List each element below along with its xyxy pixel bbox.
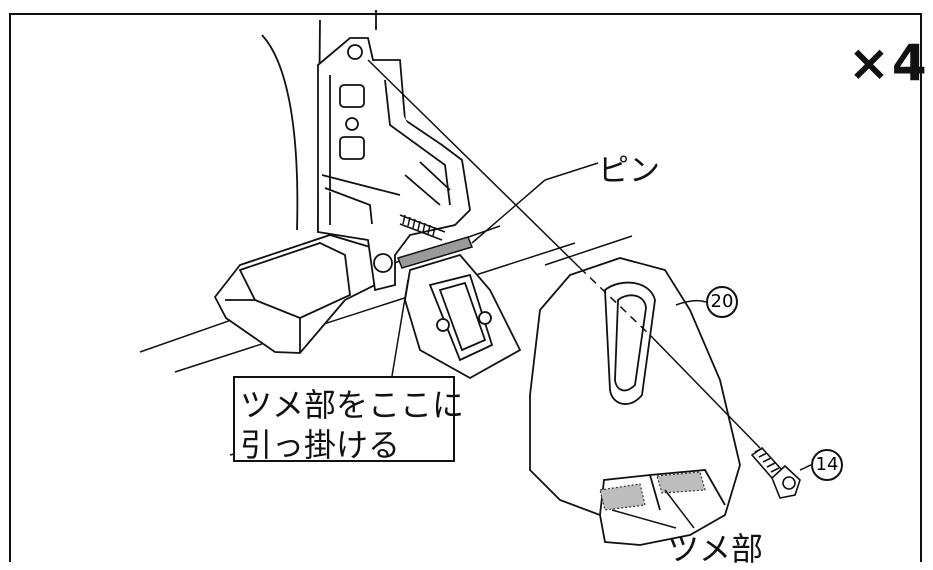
pin-label: ピン	[598, 153, 660, 189]
bracket-bolts	[339, 44, 393, 273]
part-leaders	[675, 300, 812, 471]
callout-text-line2: 引っ掛ける	[240, 426, 401, 464]
claw-highlights	[599, 471, 706, 511]
threaded-rod	[399, 214, 446, 241]
pin	[396, 162, 599, 269]
part-number-14: 14	[811, 449, 843, 481]
guide-lines	[367, 59, 761, 449]
callout-leaders	[391, 279, 695, 529]
screw-part-14	[750, 446, 801, 499]
claw-label: ツメ部	[667, 530, 764, 568]
part-number-20: 20	[706, 286, 738, 318]
callout-text-line1: ツメ部をここに	[240, 386, 465, 424]
quantity-multiplier: ×4	[848, 34, 929, 92]
callout-box	[233, 376, 455, 462]
base-block	[213, 234, 387, 354]
frame	[9, 13, 922, 562]
clip-mount	[404, 253, 522, 380]
